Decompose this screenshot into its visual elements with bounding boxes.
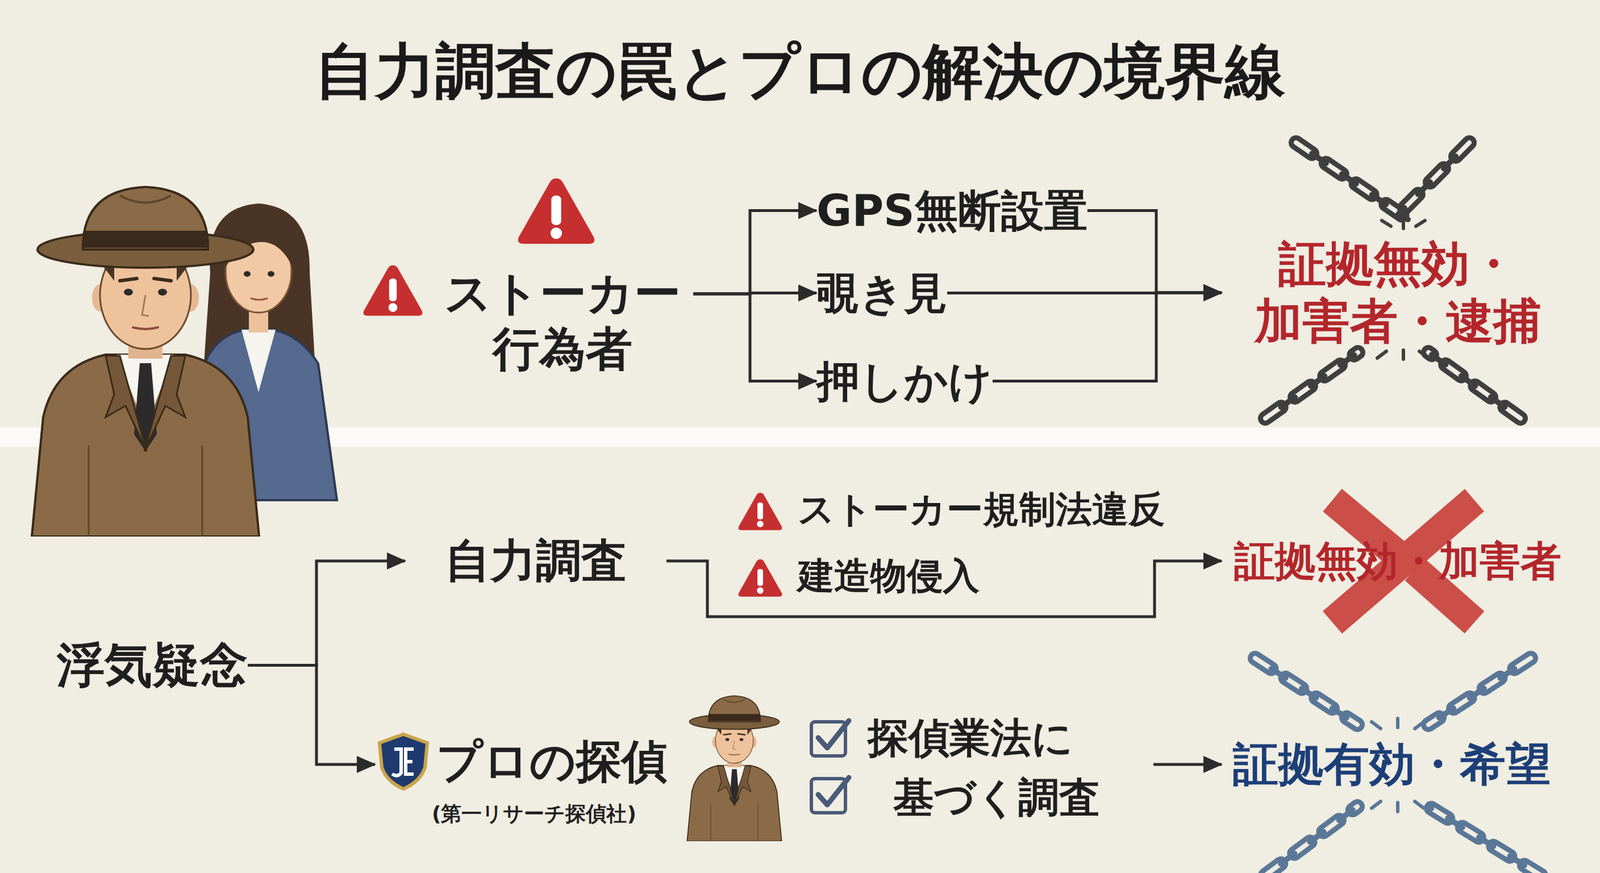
node-text: 基づく調査 [893, 772, 1100, 822]
node-text: 押しかけ [816, 355, 993, 407]
node-text: ストーカー 行為者 [431, 265, 694, 378]
warning-icon [738, 559, 783, 597]
result-node: 証拠有効・希望 [1221, 735, 1563, 793]
action-node: GPS無断設置 [816, 184, 1088, 237]
flow-arrow [247, 560, 406, 665]
action-node: 押しかけ [816, 355, 993, 407]
detective-illustration [31, 186, 260, 537]
detective-illustration [686, 695, 782, 841]
node-text: 証拠無効・ 加害者・逮捕 [1221, 235, 1574, 350]
warning-label: ストーカー規制法違反 [797, 487, 1165, 532]
shield-logo [379, 734, 428, 789]
warning-icon [738, 492, 783, 531]
start-node: 浮気疑念 [56, 636, 248, 694]
action-node: 覗き見 [816, 267, 948, 319]
warning-icon [363, 265, 423, 316]
diagram-title: 自力調査の罠とプロの解決の境界線 [0, 35, 1600, 108]
checkbox-icon [811, 720, 849, 813]
node-text: 探偵業法に [867, 713, 1074, 762]
warning-label: 建造物侵入 [797, 553, 980, 598]
flow-arrow [693, 293, 817, 382]
process-node: プロの探偵 (第一リサーチ探偵社) 探偵業法に基づく調査 [375, 687, 1154, 841]
warning-icon [518, 178, 595, 244]
flow-arrow [1087, 210, 1222, 293]
node-text: 浮気疑念 [56, 636, 248, 694]
node-text: 証拠有効・希望 [1232, 736, 1552, 792]
node-text: (第一リサーチ探偵社) [431, 801, 637, 826]
result-node: 証拠無効・ 加害者・逮捕 [1221, 227, 1574, 358]
node-text: 自力調査 [444, 533, 627, 589]
flow-arrow [992, 292, 1222, 382]
node-text: GPS無断設置 [816, 184, 1088, 237]
node-text: 証拠無効・加害者 [1234, 536, 1562, 586]
actor-node: ストーカー 行為者 [431, 255, 694, 387]
node-text: 覗き見 [816, 267, 948, 319]
flow-arrow [247, 664, 375, 765]
node-text: プロの探偵 [436, 734, 668, 789]
process-node: 自力調査 [405, 536, 667, 585]
flow-arrow [693, 210, 817, 294]
result-node: 証拠無効・加害者 [1221, 536, 1574, 585]
flow-arrow [1153, 763, 1222, 766]
